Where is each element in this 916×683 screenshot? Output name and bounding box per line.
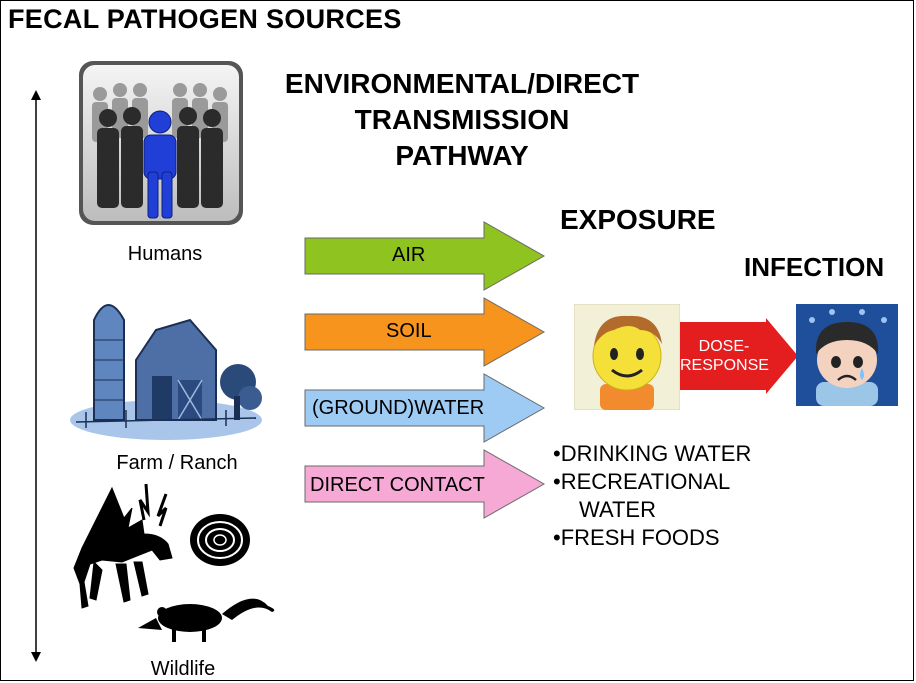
source-label-wildlife: Wildlife bbox=[150, 658, 216, 680]
infection-title: INFECTION bbox=[744, 252, 885, 282]
dose-response-line1: DOSE- bbox=[698, 338, 750, 355]
dose-response-label: DOSE- RESPONSE bbox=[680, 337, 769, 375]
animals-icon bbox=[73, 483, 275, 642]
exposed-child-image bbox=[573, 303, 681, 411]
sad-face-icon bbox=[796, 304, 898, 406]
exposure-routes-list: •DRINKING WATER •RECREATIONAL WATER •FRE… bbox=[553, 440, 751, 552]
pathway-label-soil: SOIL bbox=[386, 320, 432, 342]
pathway-arrow-groundwater bbox=[304, 373, 546, 443]
pathway-title: ENVIRONMENTAL/DIRECT TRANSMISSION PATHWA… bbox=[262, 66, 662, 174]
pathway-title-line2: TRANSMISSION bbox=[354, 104, 570, 135]
exposure-route-drinking-water: •DRINKING WATER bbox=[553, 441, 752, 466]
infected-person-image bbox=[796, 304, 898, 406]
pathway-title-line3: PATHWAY bbox=[395, 140, 529, 171]
pathway-label-direct-contact: DIRECT CONTACT bbox=[310, 474, 485, 496]
pathway-label-air: AIR bbox=[392, 244, 426, 266]
humans-image bbox=[78, 60, 244, 226]
dose-response-arrow bbox=[680, 318, 798, 394]
pathway-arrow-soil bbox=[304, 297, 546, 367]
exposure-route-fresh-foods: •FRESH FOODS bbox=[553, 525, 720, 550]
pathway-arrows bbox=[304, 221, 546, 519]
source-label-humans: Humans bbox=[127, 243, 203, 265]
crowd-icon bbox=[79, 61, 243, 225]
dose-response-line2: RESPONSE bbox=[680, 357, 769, 374]
pathway-arrow-air bbox=[304, 221, 546, 291]
source-label-farm: Farm / Ranch bbox=[116, 452, 238, 474]
exposure-title: EXPOSURE bbox=[560, 204, 716, 235]
wildlife-image bbox=[72, 478, 280, 658]
exposure-route-recreational-cont: WATER bbox=[579, 497, 656, 522]
pathway-arrow-direct-contact bbox=[304, 449, 546, 519]
barn-icon bbox=[70, 304, 262, 440]
pathway-title-line1: ENVIRONMENTAL/DIRECT bbox=[284, 68, 640, 99]
diagram-title: FECAL PATHOGEN SOURCES bbox=[8, 4, 402, 34]
pathway-label-groundwater: (GROUND)WATER bbox=[312, 397, 485, 419]
farm-image bbox=[66, 280, 266, 446]
happy-face-icon bbox=[573, 303, 681, 411]
exposure-route-recreational: •RECREATIONAL bbox=[553, 469, 731, 494]
vertical-double-arrow bbox=[31, 90, 41, 662]
